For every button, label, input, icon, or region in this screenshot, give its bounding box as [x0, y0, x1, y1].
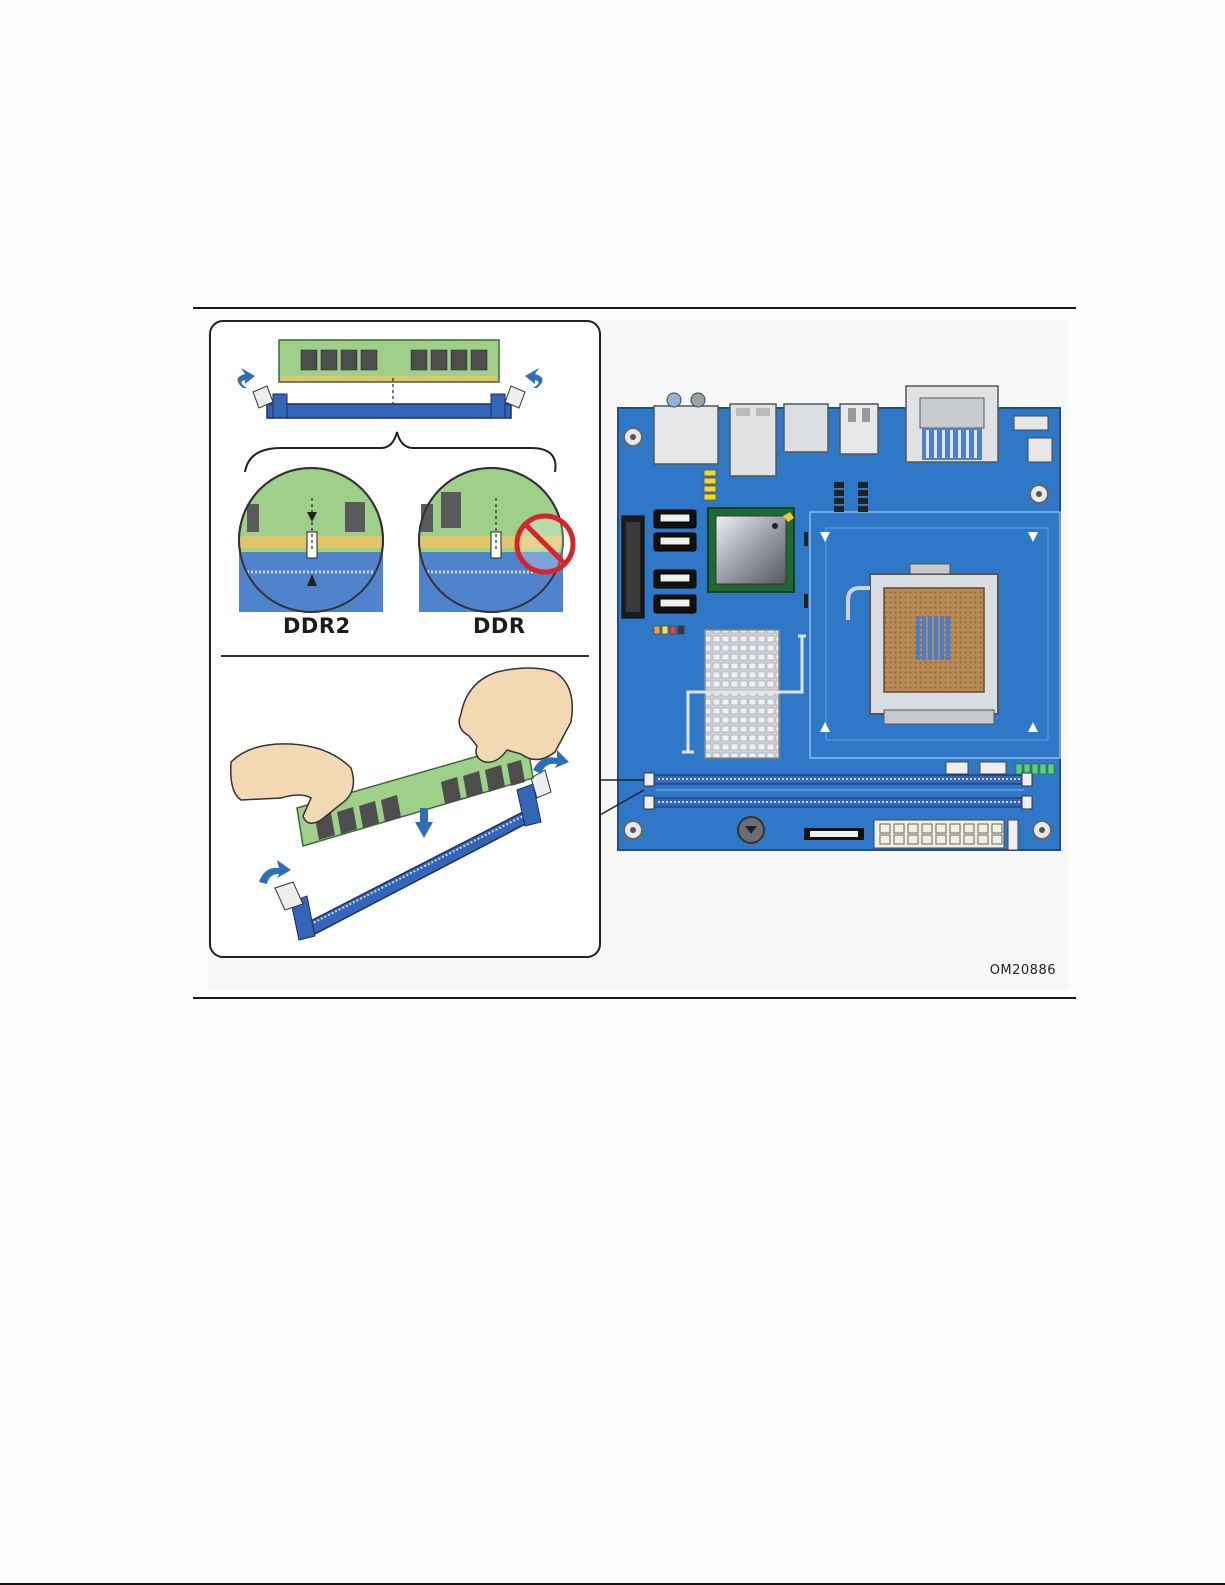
top-rule: [193, 307, 1076, 309]
memory-module-top: [279, 340, 499, 412]
figure-id: OM20886: [990, 963, 1056, 978]
panel-divider: [221, 655, 589, 657]
memory-installation-figure: DDR2 DDR OM20886: [208, 320, 1068, 990]
prohibited-icon: [517, 516, 573, 572]
installation-illustration: [231, 668, 573, 940]
bottom-rule: [193, 997, 1076, 999]
ddr2-label: DDR2: [283, 614, 351, 638]
ddr-label: DDR: [473, 614, 526, 638]
bracket: [245, 432, 556, 472]
ddr2-magnifier: [239, 468, 383, 612]
expansion-slot: [622, 516, 644, 618]
memory-socket-top: [253, 386, 525, 418]
chipset: [708, 508, 794, 592]
callout-illustration: [211, 322, 603, 960]
callout-panel: DDR2 DDR: [209, 320, 601, 958]
